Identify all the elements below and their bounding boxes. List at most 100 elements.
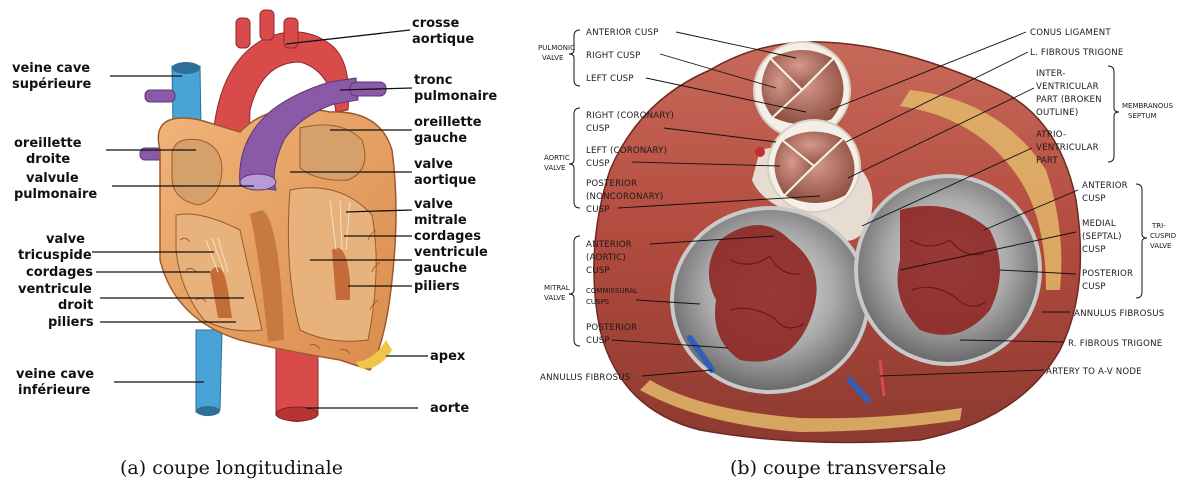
label-annulus-right: ANNULUS FIBROSUS xyxy=(1074,309,1164,319)
label-aorte: aorte xyxy=(430,401,469,416)
label-atrioventricular: ATRIO-VENTRICULARPART xyxy=(1036,130,1099,166)
label-oreillette-droite-l2: droite xyxy=(26,152,70,167)
panel-b-section xyxy=(594,42,1081,443)
group-mitral-l2: VALVE xyxy=(544,294,565,302)
group-tricuspid: TRI- CUSPID VALVE xyxy=(1150,222,1176,250)
label-cordages-g: cordages xyxy=(414,229,481,244)
label-piliers-g: piliers xyxy=(414,279,460,294)
label-anterior-cusp-right-l1: ANTERIOR xyxy=(1082,181,1128,191)
label-valve-tricuspide-l1: valve xyxy=(46,232,85,247)
label-ventricule-droit: ventriculedroit xyxy=(18,282,93,313)
caption-b: (b) coupe transversale xyxy=(730,457,946,479)
arch-branch-2 xyxy=(260,10,274,40)
group-tricuspid-l3: VALVE xyxy=(1150,242,1171,250)
inferior-vena-cava xyxy=(196,330,222,416)
group-mitral-l1: MITRAL xyxy=(544,284,570,292)
label-cordages-d: cordages xyxy=(26,265,93,280)
label-ventricule-droit-l1: ventricule xyxy=(18,282,92,297)
label-annulus-left: ANNULUS FIBROSUS xyxy=(540,373,630,383)
label-crosse-aortique: crosseaortique xyxy=(412,16,474,47)
label-right-coronary-l2: CUSP xyxy=(586,124,610,134)
pulmonary-valve-ring xyxy=(240,174,276,190)
pulmonary-vein-2 xyxy=(145,90,175,102)
label-interventricular-l3: PART (BROKEN xyxy=(1036,95,1102,105)
bracket-membranous xyxy=(1108,66,1119,162)
label-valve-mitrale-l2: mitrale xyxy=(414,213,467,228)
label-ventricule-gauche-l2: gauche xyxy=(414,261,467,276)
label-veine-cave-inf-l2: inférieure xyxy=(18,383,91,398)
bracket-aortic xyxy=(569,108,580,208)
label-anterior-cusp-right: ANTERIOR CUSP xyxy=(1082,181,1128,204)
group-pulmonic-l1: PULMONIC xyxy=(538,44,575,52)
group-membranous-l1: MEMBRANOUS xyxy=(1122,102,1174,110)
label-interventricular-l2: VENTRICULAR xyxy=(1036,82,1099,92)
label-oreillette-droite-l1: oreillette xyxy=(14,136,82,151)
arch-branch-1 xyxy=(236,18,250,48)
label-anterior-cusp-top: ANTERIOR CUSP xyxy=(586,28,659,38)
group-membranous: MEMBRANOUS SEPTUM xyxy=(1122,102,1174,120)
group-tricuspid-l2: CUSPID xyxy=(1150,232,1176,240)
descending-aorta-opening xyxy=(276,407,318,421)
label-interventricular-l1: INTER- xyxy=(1036,69,1066,79)
label-oreillette-gauche-l2: gauche xyxy=(414,131,467,146)
group-aortic-l1: AORTIC xyxy=(544,154,570,162)
label-apex: apex xyxy=(430,349,466,364)
panel-a-heart xyxy=(140,10,396,422)
label-right-coronary-l1: RIGHT (CORONARY) xyxy=(586,111,674,121)
label-r-fibrous-trigone: R. FIBROUS TRIGONE xyxy=(1068,339,1162,349)
bracket-tricuspid xyxy=(1136,184,1147,298)
label-posterior-cusp-right-l1: POSTERIOR xyxy=(1082,269,1133,279)
label-left-coronary-l1: LEFT (CORONARY) xyxy=(586,146,667,156)
label-anterior-aortic-l3: CUSP xyxy=(586,266,610,276)
label-interventricular-l4: OUTLINE) xyxy=(1036,108,1078,118)
coronary-ostium xyxy=(755,147,765,157)
label-oreillette-gauche: oreillettegauche xyxy=(414,115,482,146)
label-medial-septal-l2: (SEPTAL) xyxy=(1082,232,1122,242)
inferior-vena-cava-opening xyxy=(196,406,220,416)
group-tricuspid-l1: TRI- xyxy=(1151,222,1166,230)
superior-vena-cava-opening xyxy=(172,62,200,74)
label-medial-septal: MEDIAL (SEPTAL) CUSP xyxy=(1082,219,1122,255)
label-valve-aortique-l2: aortique xyxy=(414,173,476,188)
label-valve-tricuspide: valvetricuspide xyxy=(18,232,92,263)
label-posterior-noncoronary-l1: POSTERIOR xyxy=(586,179,637,189)
label-atrioventricular-l3: PART xyxy=(1036,156,1058,166)
label-tronc-pulmonaire-l1: tronc xyxy=(414,73,453,88)
label-medial-septal-l1: MEDIAL xyxy=(1082,219,1116,229)
label-crosse-aortique-l2: aortique xyxy=(412,32,474,47)
left-ventricle xyxy=(288,188,376,341)
label-valve-aortique-l1: valve xyxy=(414,157,453,172)
group-aortic: AORTIC VALVE xyxy=(544,154,570,172)
group-mitral: MITRAL VALVE xyxy=(544,284,570,302)
label-atrioventricular-l2: VENTRICULAR xyxy=(1036,143,1099,153)
label-valvule-pulmonaire: valvulepulmonaire xyxy=(14,171,97,202)
label-posterior-cusp-left-l2: CUSP xyxy=(586,336,610,346)
right-atrium xyxy=(172,139,222,205)
label-right-cusp: RIGHT CUSP xyxy=(586,51,641,61)
bracket-pulmonic xyxy=(569,30,580,86)
label-anterior-aortic-l1: ANTERIOR xyxy=(586,240,632,250)
caption-a: (a) coupe longitudinale xyxy=(120,457,343,479)
label-posterior-cusp-right-l2: CUSP xyxy=(1082,282,1106,292)
label-valvule-pulmonaire-l1: valvule xyxy=(26,171,79,186)
bracket-mitral xyxy=(569,236,580,346)
label-ventricule-droit-l2: droit xyxy=(58,298,93,313)
label-commissural-l2: CUSPS xyxy=(586,298,610,306)
label-valve-tricuspide-l2: tricuspide xyxy=(18,248,92,263)
group-pulmonic: PULMONIC VALVE xyxy=(538,44,575,62)
label-posterior-noncoronary-l2: (NONCORONARY) xyxy=(586,192,663,202)
label-commissural-l1: COMMISSURAL xyxy=(586,287,638,295)
label-posterior-cusp-right: POSTERIOR CUSP xyxy=(1082,269,1133,292)
label-anterior-cusp-right-l2: CUSP xyxy=(1082,194,1106,204)
label-valvule-pulmonaire-l2: pulmonaire xyxy=(14,187,97,202)
label-medial-septal-l3: CUSP xyxy=(1082,245,1106,255)
group-membranous-l2: SEPTUM xyxy=(1128,112,1157,120)
label-veine-cave-inf: veine caveinférieure xyxy=(16,367,94,398)
group-pulmonic-l2: VALVE xyxy=(542,54,563,62)
group-aortic-l2: VALVE xyxy=(544,164,565,172)
